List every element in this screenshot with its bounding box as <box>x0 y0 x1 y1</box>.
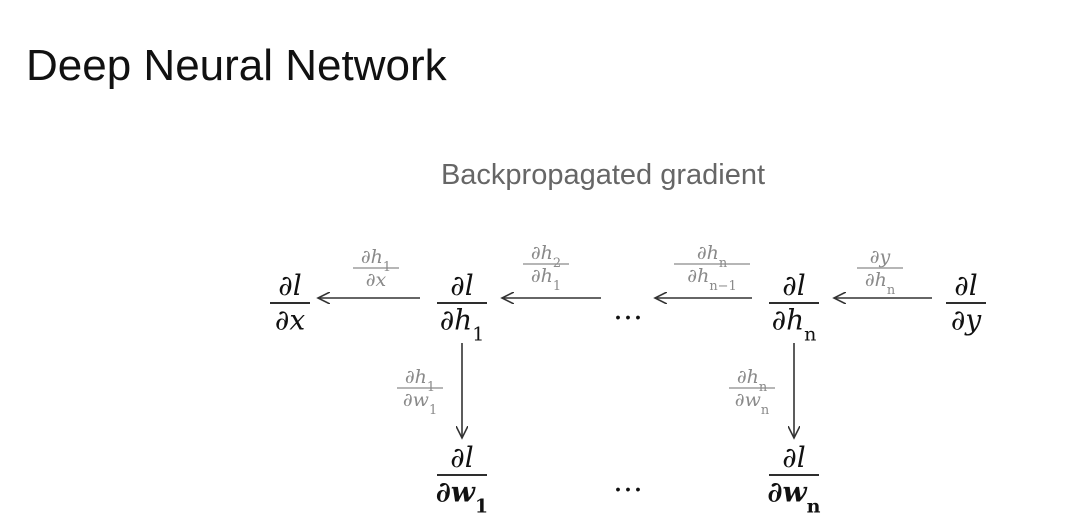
edge-ellip-dh1: ∂h2∂h1 <box>502 242 601 298</box>
dl-dy-denominator: ∂y <box>951 304 982 337</box>
edge-dhn-dwn-label-denominator: ∂wn <box>735 389 769 418</box>
dl-dx-denominator: ∂x <box>275 304 305 337</box>
dl-dh1-denominator: ∂h1 <box>440 304 485 346</box>
edge-dhn-dwn-label-numerator: ∂hn <box>737 366 767 395</box>
node-dl-dx: ∂l∂x <box>270 269 310 337</box>
edge-dh1-dx-label-numerator: ∂h1 <box>361 246 391 275</box>
node-dl-dhn: ∂l∂hn <box>769 269 819 346</box>
node-dl-dw1: ∂l∂w1 <box>436 441 488 518</box>
top-ellipsis: … <box>613 292 643 327</box>
dl-dy-numerator: ∂l <box>954 269 977 302</box>
dl-dwn-denominator: ∂wn <box>768 476 821 518</box>
bottom-ellipsis: … <box>613 464 643 499</box>
edge-dh1-dx: ∂h1∂x <box>318 246 420 298</box>
edge-dh1-dx-label-denominator: ∂x <box>366 269 387 291</box>
edge-dh1-dw1: ∂h1∂w1 <box>397 343 462 438</box>
edge-dhn-ellip: ∂hn∂hn−1 <box>655 242 752 298</box>
node-dl-dy: ∂l∂y <box>946 269 986 337</box>
edge-ellip-dh1-label-denominator: ∂h1 <box>531 265 561 294</box>
edges-layer: ∂h1∂x∂h2∂h1∂hn∂hn−1∂y∂hn∂h1∂w1∂hn∂wn <box>318 242 932 438</box>
edge-dy-dhn: ∂y∂hn <box>834 246 932 298</box>
diagram-subtitle: Backpropagated gradient <box>440 159 766 191</box>
edge-dh1-dw1-label-denominator: ∂w1 <box>403 389 437 418</box>
edge-dhn-ellip-label-denominator: ∂hn−1 <box>687 265 736 294</box>
edge-dy-dhn-label-numerator: ∂y <box>870 246 891 268</box>
dl-dw1-denominator: ∂w1 <box>436 476 488 518</box>
edge-dh1-dw1-label-numerator: ∂h1 <box>405 366 435 395</box>
dl-dhn-numerator: ∂l <box>782 269 805 302</box>
dl-dhn-denominator: ∂hn <box>772 304 817 346</box>
edge-dhn-dwn: ∂hn∂wn <box>729 343 794 438</box>
dl-dwn-numerator: ∂l <box>782 441 805 474</box>
node-dl-dh1: ∂l∂h1 <box>437 269 487 346</box>
node-dl-dwn: ∂l∂wn <box>768 441 821 518</box>
nodes-layer: ∂l∂x∂l∂h1∂l∂hn∂l∂y∂l∂w1∂l∂wn…… <box>270 269 986 518</box>
edge-ellip-dh1-label-numerator: ∂h2 <box>531 242 561 271</box>
edge-dhn-ellip-label-numerator: ∂hn <box>697 242 727 271</box>
edge-dy-dhn-label-denominator: ∂hn <box>865 269 895 298</box>
dl-dx-numerator: ∂l <box>278 269 301 302</box>
dl-dw1-numerator: ∂l <box>450 441 473 474</box>
slide-title: Deep Neural Network <box>26 41 447 90</box>
dl-dh1-numerator: ∂l <box>450 269 473 302</box>
